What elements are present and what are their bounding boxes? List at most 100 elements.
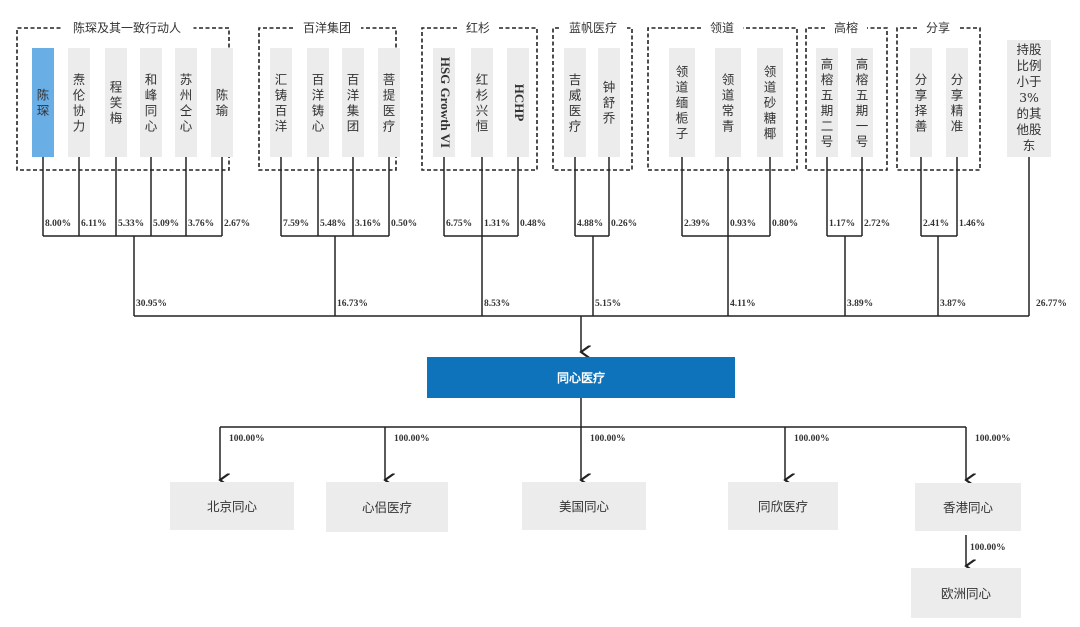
shareholder-name-char: 陈 xyxy=(37,87,50,102)
shareholding-pct: 8.00% xyxy=(45,219,71,229)
subsidiary-box[interactable]: 同欣医疗 xyxy=(728,482,838,530)
shareholder-box-bg xyxy=(32,48,54,157)
shareholder-name-char: 心 xyxy=(180,118,193,133)
shareholder-name-char: 道 xyxy=(722,87,735,102)
shareholder-box[interactable]: HCHP xyxy=(507,48,529,157)
subsidiary-name: 心侣医疗 xyxy=(362,500,412,515)
shareholder-name-line: 3% xyxy=(1019,90,1039,105)
shareholder-box[interactable]: 陈瑜 xyxy=(211,48,233,157)
subsidiary-name: 香港同心 xyxy=(943,500,994,515)
shareholding-pct: 6.75% xyxy=(446,219,472,229)
subsidiary-box[interactable]: 北京同心 xyxy=(170,482,294,530)
group-title: 高榕 xyxy=(834,20,858,35)
shareholder-box[interactable]: 百洋集团 xyxy=(342,48,364,157)
subsidiary-box[interactable]: 香港同心 xyxy=(915,483,1021,531)
shareholder-box[interactable]: HSG Growth VI xyxy=(433,48,455,157)
sub-subsidiary-pct: 100.00% xyxy=(970,543,1006,553)
shareholder-name-char: 疗 xyxy=(383,118,396,133)
group-total-pct: 30.95% xyxy=(136,299,167,309)
shareholder-name-char: 常 xyxy=(722,103,735,118)
shareholder-name-char: 兴 xyxy=(476,103,489,118)
shareholder-box-bg xyxy=(270,48,292,157)
subsidiary-box[interactable]: 心侣医疗 xyxy=(326,482,448,532)
subsidiary-pct: 100.00% xyxy=(794,434,830,444)
shareholder-name-char: 吉 xyxy=(569,72,582,87)
sub-subsidiary-box[interactable]: 欧洲同心 xyxy=(911,568,1021,618)
shareholder-name-char: 峰 xyxy=(145,87,158,102)
shareholder-name-char: 领 xyxy=(722,72,735,87)
group-title: 红杉 xyxy=(466,20,490,35)
sub-subsidiary-name: 欧洲同心 xyxy=(941,586,992,601)
shareholder-name-char: 期 xyxy=(821,103,834,118)
shareholder-name: HCHP xyxy=(512,84,527,122)
subsidiary-pct: 100.00% xyxy=(394,434,430,444)
shareholder-name-char: 陈 xyxy=(216,87,229,102)
shareholder-name-char: 铸 xyxy=(312,103,325,118)
shareholder-name-char: 二 xyxy=(821,118,834,133)
shareholder-name-char: 享 xyxy=(951,87,964,102)
shareholder-name-char: 协 xyxy=(73,103,86,118)
shareholder-name-char: 乔 xyxy=(603,111,616,126)
shareholder-name-char: 梅 xyxy=(110,111,123,126)
shareholder-box-bg xyxy=(715,48,741,157)
shareholder-box-bg xyxy=(175,48,197,157)
subsidiary-bg xyxy=(326,482,448,532)
shareholder-name-char: 分 xyxy=(951,72,964,87)
shareholder-name-char: 五 xyxy=(856,87,869,102)
shareholder-name-char: 集 xyxy=(347,103,360,118)
shareholder-name-char: 期 xyxy=(856,103,869,118)
shareholding-pct: 2.39% xyxy=(684,219,710,229)
shareholder-name-char: 一 xyxy=(856,118,869,133)
shareholder-box[interactable]: 陈琛 xyxy=(32,48,54,157)
group-border xyxy=(421,27,538,171)
shareholder-name-char: 榕 xyxy=(821,72,834,87)
shareholder-name-char: 领 xyxy=(764,64,777,79)
shareholder-name-char: 恒 xyxy=(476,118,489,133)
shareholder-box[interactable]: 钟舒乔 xyxy=(598,48,620,157)
shareholder-box-bg xyxy=(307,48,329,157)
others-total-pct: 26.77% xyxy=(1036,299,1067,309)
shareholder-box-bg xyxy=(342,48,364,157)
group-border xyxy=(258,27,397,171)
subsidiary-pct: 100.00% xyxy=(975,434,1011,444)
shareholding-pct: 0.26% xyxy=(611,219,637,229)
shareholder-name-char: 洋 xyxy=(347,87,360,102)
group-title: 蓝帆医疗 xyxy=(569,20,617,35)
shareholder-name-char: 红 xyxy=(476,72,489,87)
group-total-pct: 4.11% xyxy=(730,299,756,309)
group-title: 陈琛及其一致行动人 xyxy=(73,20,181,35)
shareholder-name-char: 五 xyxy=(821,87,834,102)
shareholder-name-char: 提 xyxy=(383,87,396,102)
main-company-box[interactable]: 同心医疗 xyxy=(427,357,735,398)
shareholding-pct: 1.46% xyxy=(959,219,985,229)
shareholder-name-line: 持股 xyxy=(1016,42,1042,57)
shareholder-name-char: 疗 xyxy=(569,118,582,133)
shareholding-pct: 5.33% xyxy=(118,219,144,229)
subsidiary-box[interactable]: 美国同心 xyxy=(522,482,646,530)
shareholder-name-char: 百 xyxy=(275,103,288,118)
shareholder-name-char: 栀 xyxy=(676,111,689,126)
shareholder-name-char: 和 xyxy=(145,72,158,87)
shareholder-name-char: 仝 xyxy=(180,103,193,118)
shareholder-box[interactable]: 程笑梅 xyxy=(105,48,127,157)
